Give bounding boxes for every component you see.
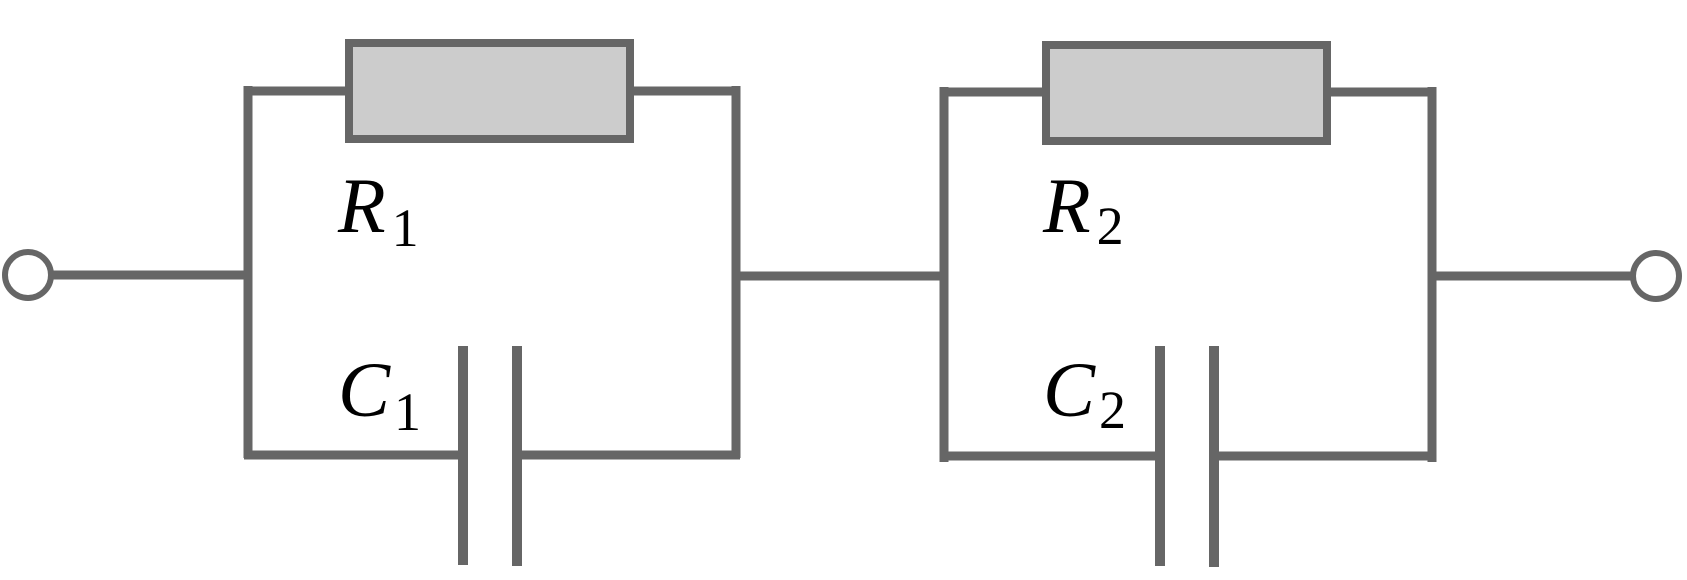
capacitor-c2-symbol: C <box>1043 346 1096 433</box>
resistor-r1-subscript: 1 <box>392 198 419 258</box>
resistor-r2 <box>1042 41 1331 145</box>
capacitor-c1-symbol: C <box>338 346 391 433</box>
capacitor-c2-label: C2 <box>1043 346 1126 440</box>
resistor-r2-subscript: 2 <box>1097 196 1124 256</box>
resistor-r1 <box>345 39 634 143</box>
resistor-r1-symbol: R <box>337 162 386 249</box>
capacitor-c1-label: C1 <box>338 346 421 442</box>
resistor-r2-symbol: R <box>1042 162 1091 249</box>
output-terminal <box>1630 250 1682 302</box>
input-terminal <box>2 249 54 301</box>
capacitor-c2-subscript: 2 <box>1099 380 1126 440</box>
capacitor-c1-subscript: 1 <box>394 382 421 442</box>
